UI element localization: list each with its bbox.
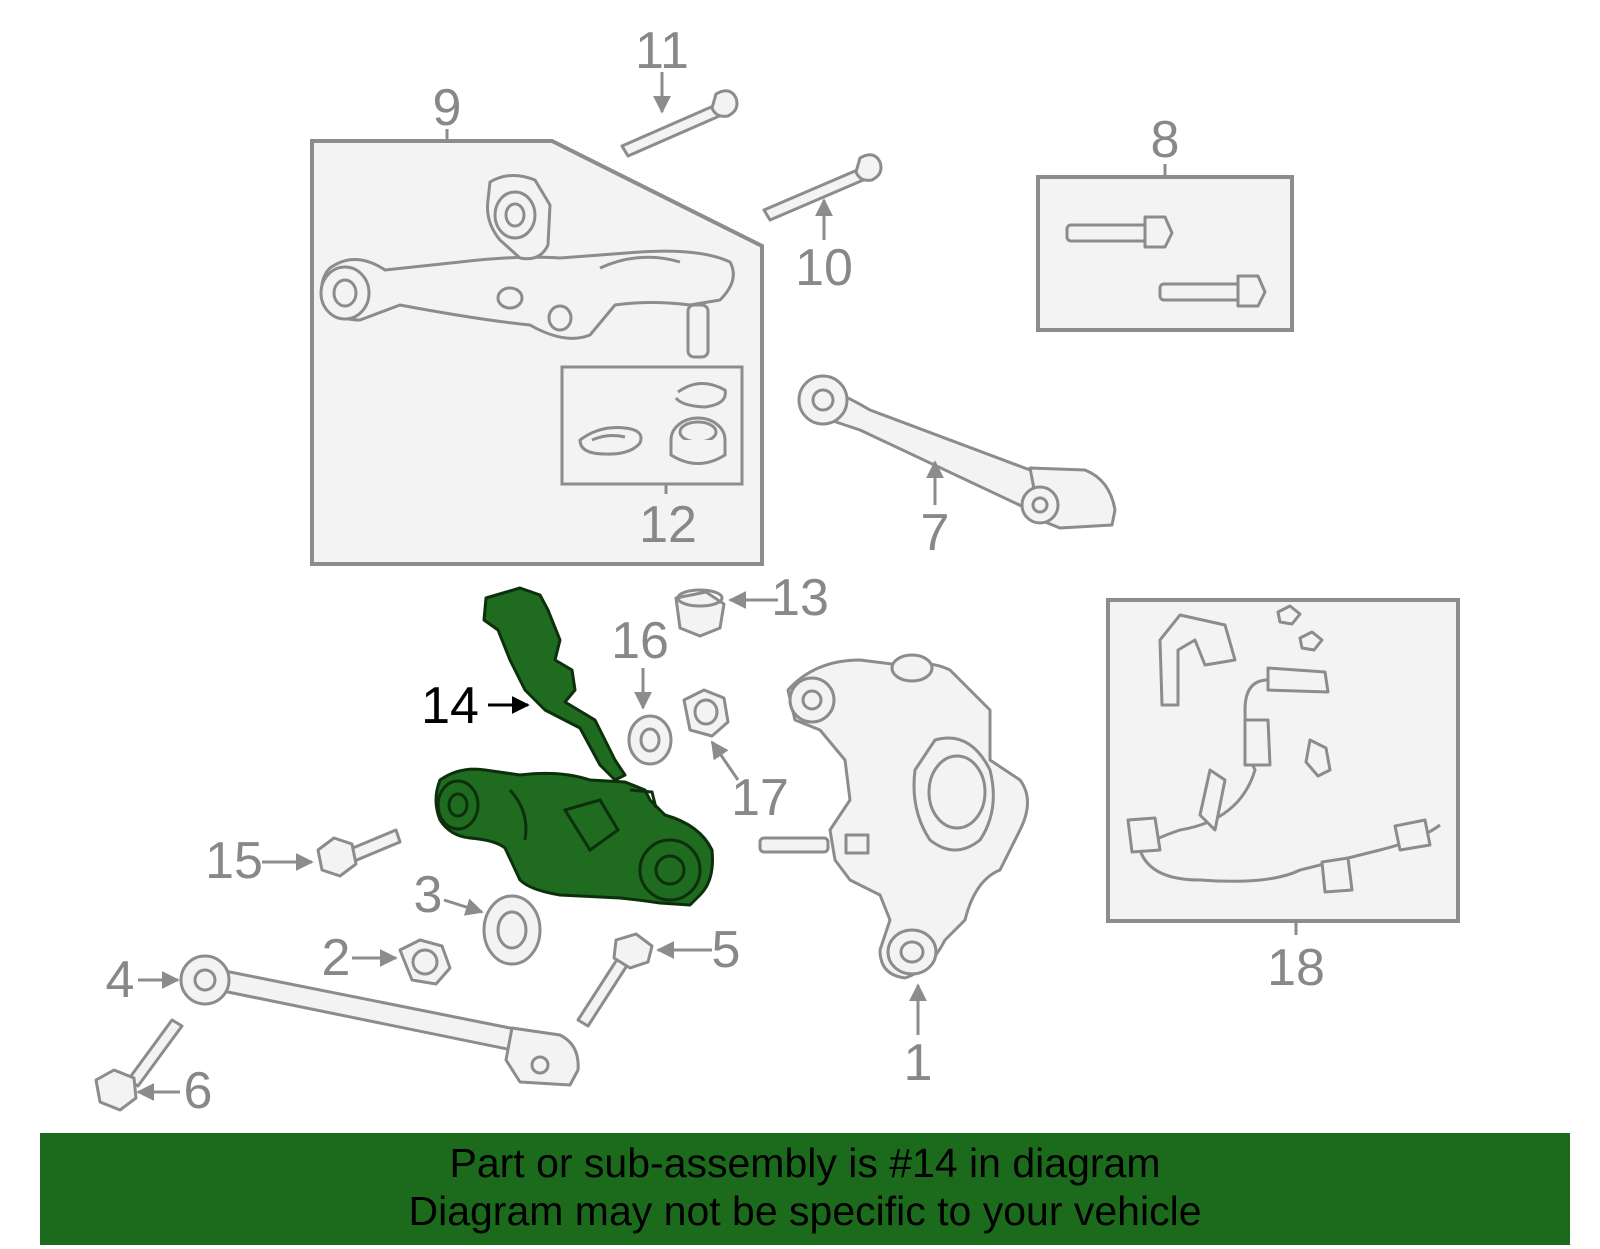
footer-banner: Part or sub-assembly is #14 in diagram D… (40, 1133, 1570, 1245)
callout-13: 13 (771, 569, 829, 627)
upper-control-arm-part (319, 174, 735, 359)
callout-10: 10 (795, 239, 853, 297)
nut-part-17 (682, 688, 740, 781)
callout-8: 8 (1151, 111, 1180, 169)
callout-12: 12 (639, 496, 697, 554)
callout-4: 4 (106, 951, 135, 1009)
footer-line-1: Part or sub-assembly is #14 in diagram (449, 1140, 1161, 1186)
washer-part-16 (627, 668, 673, 766)
bolt-part-10 (762, 153, 883, 240)
callout-6: 6 (184, 1062, 213, 1120)
knuckle-part-1 (758, 653, 1029, 1035)
lower-link-part-4 (138, 954, 580, 1087)
abs-sensor-box (1106, 598, 1460, 935)
callout-17: 17 (731, 769, 789, 827)
callout-2: 2 (322, 929, 351, 987)
callout-18: 18 (1267, 939, 1325, 997)
callout-7: 7 (921, 504, 950, 562)
callout-11: 11 (635, 22, 689, 80)
callout-15: 15 (205, 832, 263, 890)
nut-part-13 (674, 588, 778, 638)
callout-14: 14 (421, 677, 479, 735)
callout-3: 3 (414, 866, 443, 924)
callout-1: 1 (904, 1034, 933, 1092)
lateral-link-part-7 (797, 374, 1117, 530)
footer-line-2: Diagram may not be specific to your vehi… (408, 1188, 1202, 1234)
bolt-kit-box (1036, 164, 1294, 332)
seal-part-3 (443, 894, 542, 966)
bolt-part-6 (94, 1018, 184, 1112)
callout-5: 5 (712, 921, 741, 979)
callout-16: 16 (611, 612, 669, 670)
nut-part-2 (352, 938, 452, 986)
boot-kit-box (560, 365, 744, 494)
control-arm-assembly-box (310, 129, 764, 566)
bolt-part-11 (620, 72, 739, 158)
bolt-part-5 (576, 932, 712, 1028)
differential-part-14 (434, 586, 714, 907)
bolt-part-15 (262, 828, 402, 878)
callout-9: 9 (433, 79, 462, 137)
